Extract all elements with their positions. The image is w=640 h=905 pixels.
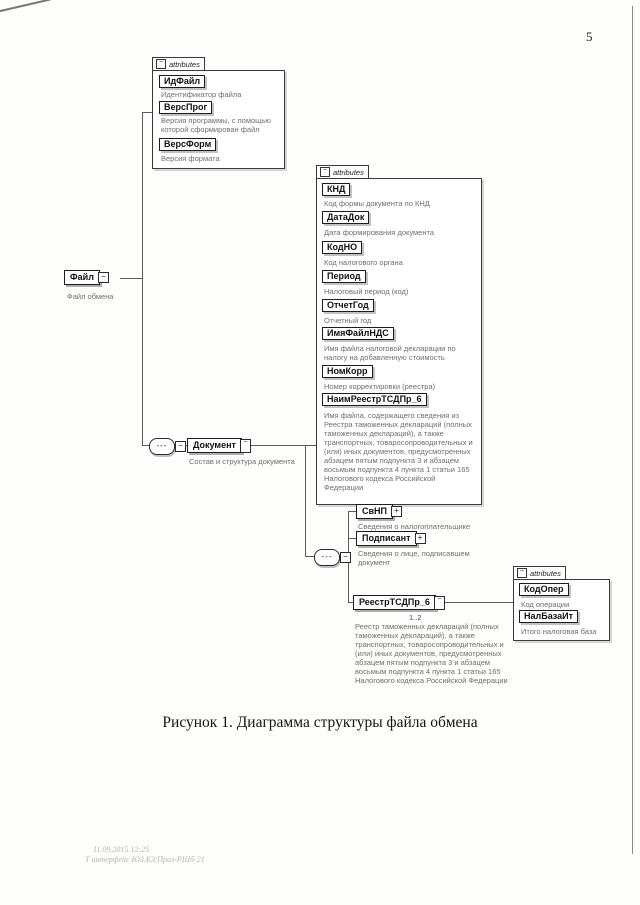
collapse-icon: − <box>517 568 527 578</box>
attribute-caption: Код операции <box>521 600 570 609</box>
page-number: 5 <box>586 29 593 44</box>
attribute-versform: ВерсФорм <box>159 138 217 151</box>
connector-line <box>142 445 150 446</box>
cardinality-label: 1..2 <box>409 613 422 622</box>
footer-reference: Т интерфейс ЮЗ.КЗ/Приз-РШб-21 <box>85 855 205 864</box>
attributes-tab: − attributes <box>316 165 369 179</box>
connector-square-icon: − <box>175 441 186 452</box>
attribute-nomkorr: НомКорр <box>322 365 373 378</box>
scan-edge-line <box>632 6 633 854</box>
attribute-caption: Имя файла налоговой декларации по налогу… <box>324 344 456 362</box>
collapse-icon: − <box>320 167 330 177</box>
element-podpisant-label: Подписант <box>356 531 417 546</box>
connector-line <box>348 511 356 512</box>
connector-line <box>142 112 143 446</box>
connector-line <box>348 602 353 603</box>
attribute-caption: Имя файла, содержащего сведения из Реест… <box>324 411 473 492</box>
footer-timestamp: 11.09.2015 12:25 <box>93 845 150 854</box>
element-file-caption: Файл обмена <box>67 292 114 301</box>
document-attributes-box <box>316 178 482 505</box>
attribute-caption: Код формы документа по КНД <box>324 199 430 208</box>
attributes-tab: − attributes <box>513 566 566 580</box>
attributes-tab-label: attributes <box>530 568 561 578</box>
collapse-icon: − <box>433 596 445 610</box>
attribute-versprog: ВерсПрог <box>159 101 213 114</box>
attribute-caption: Налоговый период (код) <box>324 287 409 296</box>
connector-line <box>305 556 315 557</box>
connector-line <box>444 602 513 603</box>
expand-icon: + <box>414 533 426 544</box>
element-svnp-caption: Сведения о налогоплательщике <box>358 522 471 531</box>
connector-line <box>120 278 143 279</box>
attributes-tab-label: attributes <box>169 59 200 69</box>
element-document-caption: Состав и структура документа <box>189 457 295 466</box>
element-svnp: СвНП + <box>356 504 403 519</box>
element-file-label: Файл <box>64 270 100 285</box>
connector-line <box>348 538 356 539</box>
element-podpisant-caption: Сведения о лице, подписавшем документ <box>358 549 470 567</box>
collapse-icon: − <box>156 59 166 69</box>
connector-line <box>142 112 152 113</box>
connector-line <box>305 445 306 557</box>
attribute-datadok: ДатаДок <box>322 211 370 224</box>
sequence-icon: --- <box>149 438 175 455</box>
attribute-caption: Номер корректировки (реестра) <box>324 382 436 391</box>
attribute-caption: Итого налоговая база <box>521 627 597 636</box>
attribute-naimreestr: НаимРеестрТСДПр_6 <box>322 393 427 406</box>
element-reestr: РеестрТСДПр_6 − <box>353 595 445 610</box>
attribute-caption: Дата формирования документа <box>324 228 435 237</box>
attribute-otchetgod: ОтчетГод <box>322 299 374 312</box>
attribute-kodoper: КодОпер <box>519 583 569 596</box>
attribute-knd: КНД <box>322 183 351 196</box>
figure-caption: Рисунок 1. Диаграмма структуры файла обм… <box>162 714 478 731</box>
element-reestr-caption: Реестр таможенных деклараций (полных там… <box>355 622 508 685</box>
element-document: Документ − <box>187 438 251 453</box>
attribute-caption: Идентификатор файла <box>161 90 242 99</box>
element-document-label: Документ <box>187 438 242 453</box>
scan-corner-artifact <box>0 0 51 13</box>
attribute-kodno: КодНО <box>322 241 363 254</box>
attributes-tab: − attributes <box>152 57 205 71</box>
connector-line <box>244 445 316 446</box>
attribute-imyafilends: ИмяФайлНДС <box>322 327 394 340</box>
attribute-caption: Версия формата <box>161 154 220 163</box>
element-file: Файл − <box>64 270 109 285</box>
attribute-nalbazait: НалБазаИт <box>519 610 579 623</box>
attribute-idfile: ИдФайл <box>159 75 206 88</box>
attribute-caption: Отчетный год <box>324 316 372 325</box>
attribute-caption: Версия программы, с помощью которой сфор… <box>161 116 271 134</box>
attribute-period: Период <box>322 270 366 283</box>
collapse-icon: − <box>97 272 109 283</box>
attributes-tab-label: attributes <box>333 167 364 177</box>
collapse-icon: − <box>239 439 251 453</box>
element-podpisant: Подписант + <box>356 531 426 546</box>
connector-square-icon: − <box>340 552 351 563</box>
element-reestr-label: РеестрТСДПр_6 <box>353 595 436 610</box>
sequence-icon: --- <box>314 549 340 566</box>
expand-icon: + <box>391 506 403 517</box>
element-svnp-label: СвНП <box>356 504 394 519</box>
attribute-caption: Код налогового органа <box>324 258 403 267</box>
